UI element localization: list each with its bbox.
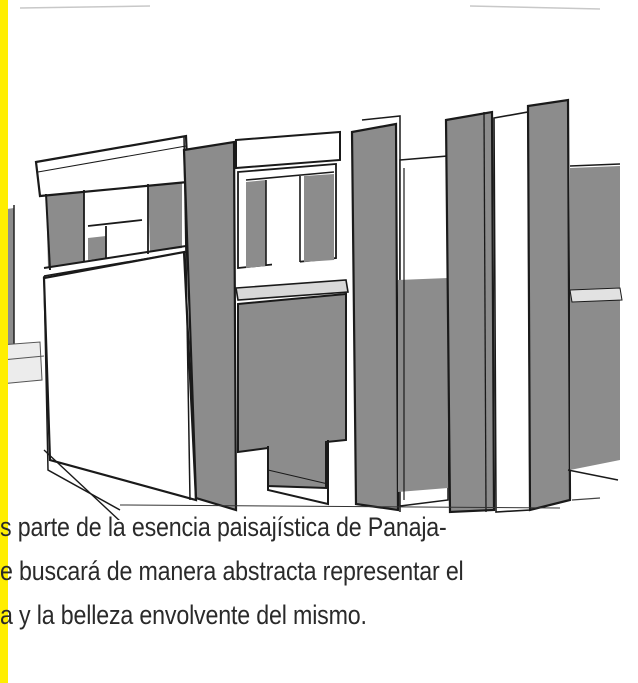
caption-line-1: s parte de la esencia paisajística de Pa… — [0, 512, 447, 542]
main-front-face — [42, 250, 198, 520]
column-d — [526, 98, 572, 512]
column-c — [444, 110, 496, 514]
middle-upper-frame — [235, 130, 349, 301]
caption-paragraph: s parte de la esencia paisajística de Pa… — [0, 505, 549, 637]
white-slot — [493, 111, 531, 513]
column-b — [350, 115, 401, 512]
middle-lower-panel — [237, 292, 347, 506]
accent-bar — [0, 0, 8, 683]
architectural-sketch — [0, 5, 623, 520]
gap-back — [398, 155, 449, 507]
far-right-block — [567, 163, 623, 501]
caption-line-2: e buscará de manera abstracta representa… — [0, 556, 464, 586]
caption-line-3: a y la belleza envolvente del mismo. — [0, 600, 367, 630]
column-a — [182, 135, 238, 512]
